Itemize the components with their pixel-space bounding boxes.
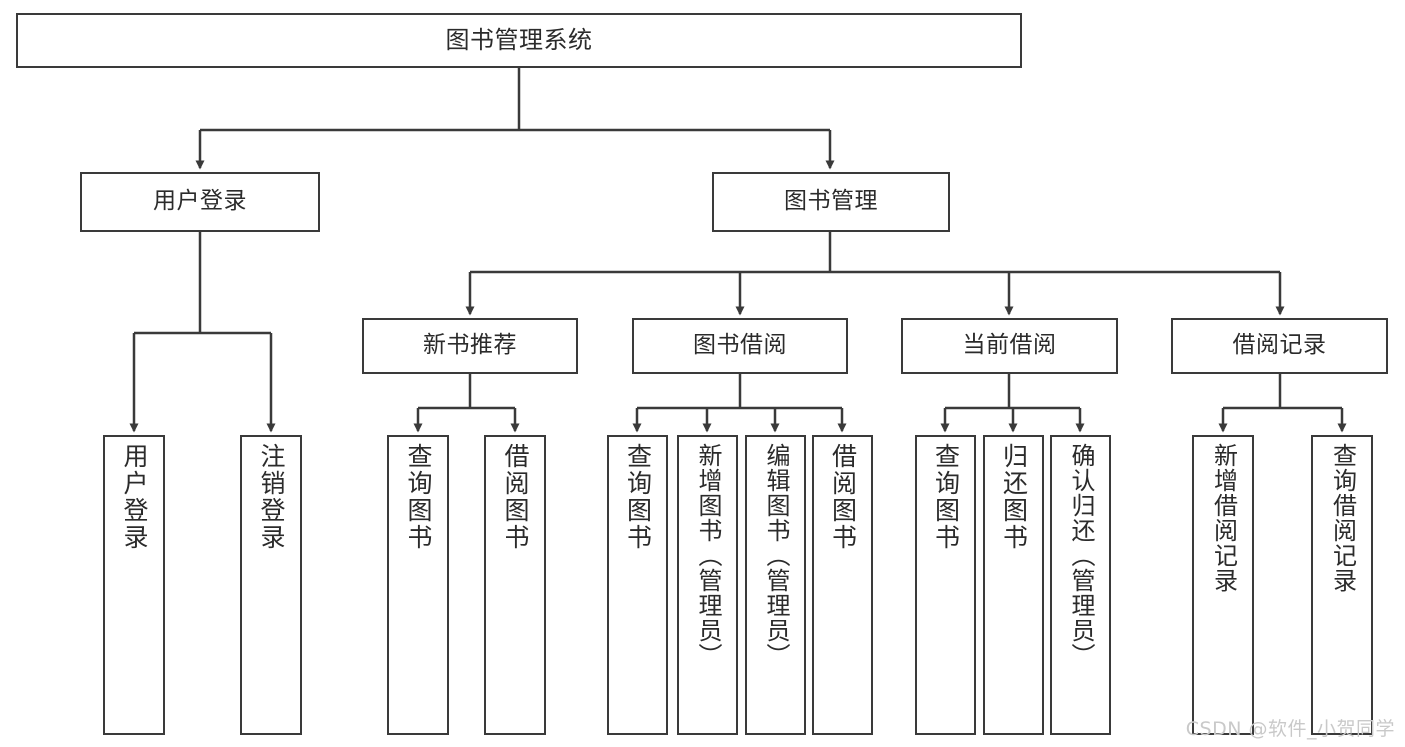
node-current-borrow-label: 当前借阅	[962, 332, 1057, 359]
node-root-label: 图书管理系统	[445, 26, 593, 55]
leaf-add-book-admin-label: 新增图书（管理员）	[693, 443, 722, 668]
node-root[interactable]: 图书管理系统	[16, 13, 1022, 68]
node-borrow-records[interactable]: 借阅记录	[1171, 318, 1388, 374]
leaf-borrow-book-recommend-label: 借阅图书	[501, 443, 530, 551]
node-book-borrow[interactable]: 图书借阅	[632, 318, 848, 374]
leaf-query-book-recommend-label: 查询图书	[404, 443, 433, 551]
leaf-user-login-label: 用户登录	[120, 443, 149, 551]
node-current-borrow[interactable]: 当前借阅	[901, 318, 1118, 374]
leaf-confirm-return-admin-label: 确认归还（管理员）	[1066, 443, 1095, 668]
watermark: CSDN @软件_小贺同学	[1185, 718, 1395, 740]
leaf-query-book-current-label: 查询图书	[931, 443, 961, 551]
leaf-confirm-return-admin[interactable]: 确认归还（管理员）	[1050, 435, 1111, 735]
leaf-return-book[interactable]: 归还图书	[983, 435, 1044, 735]
leaf-return-book-label: 归还图书	[999, 443, 1029, 551]
leaf-query-book-current[interactable]: 查询图书	[915, 435, 976, 735]
leaf-borrow-book[interactable]: 借阅图书	[812, 435, 873, 735]
node-user-login[interactable]: 用户登录	[80, 172, 320, 232]
node-new-book-recommend-label: 新书推荐	[423, 332, 517, 359]
leaf-query-book-borrow[interactable]: 查询图书	[607, 435, 668, 735]
leaf-query-borrow-record-label: 查询借阅记录	[1328, 443, 1357, 593]
leaf-add-book-admin[interactable]: 新增图书（管理员）	[677, 435, 738, 735]
leaf-add-borrow-record-label: 新增借阅记录	[1209, 443, 1238, 593]
leaf-user-login[interactable]: 用户登录	[103, 435, 165, 735]
node-book-borrow-label: 图书借阅	[693, 332, 787, 359]
node-book-management-label: 图书管理	[784, 188, 878, 215]
leaf-borrow-book-recommend[interactable]: 借阅图书	[484, 435, 546, 735]
leaf-query-book-recommend[interactable]: 查询图书	[387, 435, 449, 735]
node-user-login-label: 用户登录	[153, 188, 247, 215]
node-book-management[interactable]: 图书管理	[712, 172, 950, 232]
leaf-logout-label: 注销登录	[257, 443, 286, 551]
leaf-query-book-borrow-label: 查询图书	[623, 443, 653, 551]
leaf-add-borrow-record[interactable]: 新增借阅记录	[1192, 435, 1254, 735]
leaf-query-borrow-record[interactable]: 查询借阅记录	[1311, 435, 1373, 735]
leaf-borrow-book-label: 借阅图书	[828, 443, 858, 551]
leaf-edit-book-admin-label: 编辑图书（管理员）	[761, 443, 790, 668]
leaf-edit-book-admin[interactable]: 编辑图书（管理员）	[745, 435, 806, 735]
node-new-book-recommend[interactable]: 新书推荐	[362, 318, 578, 374]
leaf-logout[interactable]: 注销登录	[240, 435, 302, 735]
node-borrow-records-label: 借阅记录	[1232, 332, 1327, 359]
